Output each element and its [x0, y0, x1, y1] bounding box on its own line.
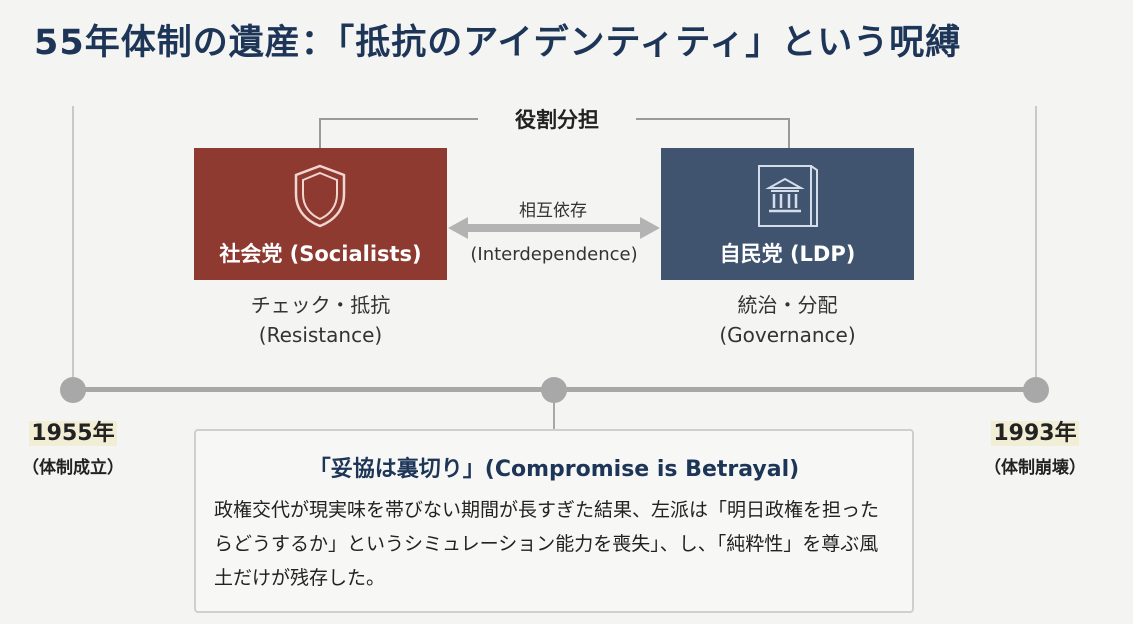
interdependence-label-ja: 相互依存 [519, 201, 587, 221]
government-building-icon [758, 165, 818, 227]
timeline-end-line [1035, 106, 1037, 390]
socialist-label: 社会党 (Socialists) [219, 242, 422, 266]
role-bracket-left-vertical [319, 118, 321, 148]
timeline-mid-dot [541, 377, 567, 403]
callout-box: 「妥協は裏切り」(Compromise is Betrayal) 政権交代が現実… [194, 429, 914, 613]
socialist-role-ja: チェック・抵抗 [250, 293, 391, 317]
shield-icon [294, 164, 346, 228]
ldp-role-ja: 統治・分配 [737, 293, 838, 317]
role-bracket-right-horizontal [622, 118, 790, 120]
ldp-box: 自民党 (LDP) [661, 148, 914, 280]
ldp-label: 自民党 (LDP) [719, 242, 856, 266]
socialist-role: チェック・抵抗 (Resistance) [194, 290, 447, 350]
timeline-end-label: 1993年 （体制崩壊） [962, 415, 1108, 478]
role-bracket-right-vertical [788, 118, 790, 148]
end-event: （体制崩壊） [984, 458, 1086, 478]
timeline-end-dot [1023, 377, 1049, 403]
callout-connector [553, 402, 555, 430]
page-title: 55年体制の遺産：「抵抗のアイデンティティ」という呪縛 [34, 23, 962, 63]
socialist-role-en: (Resistance) [258, 323, 383, 347]
start-year: 1955年 [29, 421, 117, 446]
ldp-role: 統治・分配 (Governance) [661, 290, 914, 350]
interdependence-label-en: (Interdependence) [470, 244, 638, 265]
timeline-start-dot [60, 377, 86, 403]
ldp-role-en: (Governance) [719, 323, 856, 347]
callout-title: 「妥協は裏切り」(Compromise is Betrayal) [308, 457, 800, 482]
end-year: 1993年 [991, 421, 1079, 446]
double-arrow-icon [448, 217, 660, 239]
role-division-label: 役割分担 [478, 104, 636, 134]
role-bracket-left-horizontal [319, 118, 491, 120]
start-event: （体制成立） [22, 458, 124, 478]
timeline-start-line [72, 106, 74, 390]
timeline-start-label: 1955年 （体制成立） [0, 415, 146, 478]
socialist-box: 社会党 (Socialists) [194, 148, 447, 280]
callout-body: 政権交代が現実味を帯びない期間が長すぎた結果、左派は「明日政権を担ったらどうする… [214, 499, 880, 589]
